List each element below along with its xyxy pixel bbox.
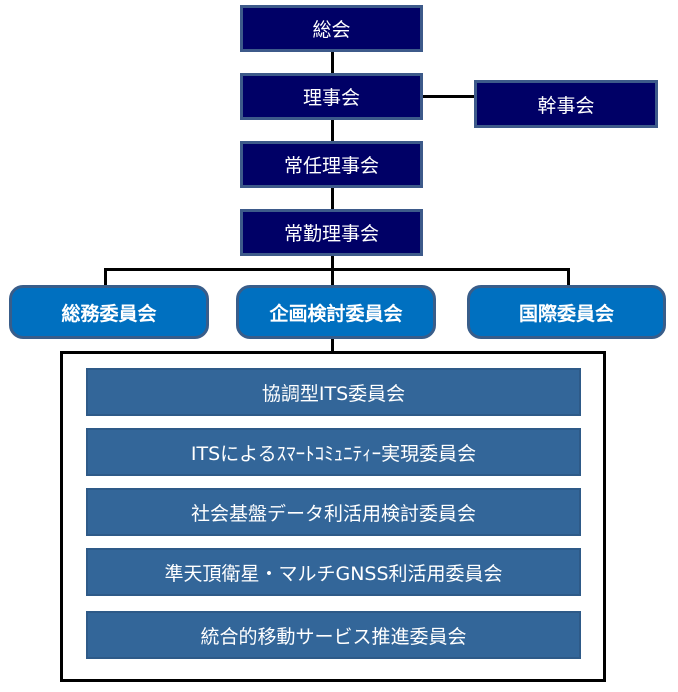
connector-to-general-affairs — [104, 268, 107, 286]
subcommittee-item: 統合的移動サービス推進委員会 — [86, 611, 581, 659]
subcommittee-item: 準天頂衛星・マルチGNSS利活用委員会 — [86, 548, 581, 596]
node-full-time-board: 常勤理事会 — [240, 209, 423, 256]
subcommittee-item: 協調型ITS委員会 — [86, 368, 581, 416]
node-label: 企画検討委員会 — [269, 302, 403, 325]
node-label: 社会基盤データ利活用検討委員会 — [190, 502, 476, 525]
node-label: ITSによるｽﾏｰﾄｺﾐｭﾆﾃｨｰ実現委員会 — [190, 442, 477, 465]
node-label: 総会 — [312, 19, 351, 41]
connector-board-secretariat — [423, 95, 475, 98]
node-label: 協調型ITS委員会 — [261, 382, 406, 405]
node-label: 理事会 — [302, 87, 360, 109]
node-planning-committee: 企画検討委員会 — [236, 285, 436, 339]
node-label: 国際委員会 — [518, 302, 614, 325]
connector-to-international — [567, 268, 570, 286]
subcommittee-item: ITSによるｽﾏｰﾄｺﾐｭﾆﾃｨｰ実現委員会 — [86, 428, 581, 476]
node-label: 統合的移動サービス推進委員会 — [200, 625, 467, 648]
node-label: 総務委員会 — [61, 302, 157, 325]
subcommittee-item: 社会基盤データ利活用検討委員会 — [86, 488, 581, 536]
connector-planning-container — [331, 338, 334, 353]
connector-committee-bar — [104, 268, 570, 271]
node-label: 常任理事会 — [283, 155, 379, 177]
node-general-affairs-committee: 総務委員会 — [9, 285, 209, 339]
node-label: 準天頂衛星・マルチGNSS利活用委員会 — [164, 562, 503, 585]
connector-fulltime-down — [331, 256, 334, 286]
connector-assembly-board — [331, 52, 334, 74]
node-secretariat: 幹事会 — [474, 80, 658, 128]
node-international-committee: 国際委員会 — [467, 285, 666, 339]
node-label: 常勤理事会 — [283, 223, 379, 245]
connector-board-standing — [331, 120, 334, 142]
node-board: 理事会 — [240, 73, 423, 120]
node-general-assembly: 総会 — [240, 5, 423, 52]
node-standing-board: 常任理事会 — [240, 141, 423, 188]
node-label: 幹事会 — [537, 94, 595, 117]
connector-standing-fulltime — [331, 188, 334, 210]
